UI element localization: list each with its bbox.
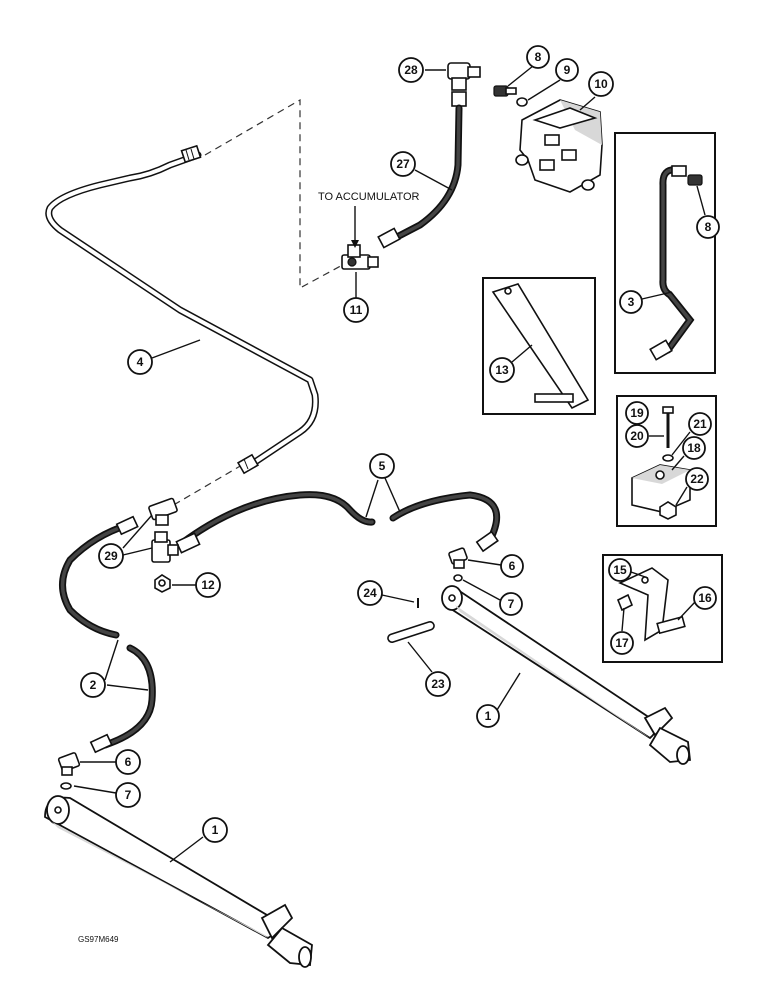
- callout-2: 2: [80, 639, 149, 698]
- callout-17: 17: [610, 607, 634, 655]
- figure-code: GS97M649: [78, 935, 119, 944]
- callout-10: 10: [579, 71, 614, 111]
- svg-text:23: 23: [431, 677, 445, 691]
- callout-8-panel: 8: [696, 185, 720, 239]
- nut-12: [154, 574, 171, 593]
- tube-fitting-bottom: [236, 453, 260, 475]
- svg-text:27: 27: [396, 157, 410, 171]
- tee-fitting-29: [148, 497, 179, 563]
- hose-27: [377, 91, 467, 249]
- svg-text:18: 18: [687, 441, 701, 455]
- callout-1-lower: 1: [169, 817, 228, 863]
- callout-15: 15: [608, 558, 649, 582]
- elbow-fitting-6-lower: [57, 752, 81, 776]
- callout-19: 19: [625, 401, 649, 425]
- callout-8-valve: 8: [507, 45, 550, 87]
- callout-11: 11: [343, 272, 369, 323]
- callout-13: 13: [489, 344, 533, 383]
- to-accumulator-label: TO ACCUMULATOR: [318, 191, 420, 203]
- svg-text:2: 2: [90, 678, 97, 692]
- svg-text:17: 17: [615, 636, 629, 650]
- callout-4: 4: [127, 339, 201, 375]
- svg-text:6: 6: [125, 755, 132, 769]
- bolt-8-valve: [493, 85, 517, 97]
- callout-9: 9: [527, 58, 579, 101]
- svg-text:8: 8: [535, 50, 542, 64]
- washer-9: [516, 97, 528, 107]
- valve-body-10: [515, 99, 603, 193]
- svg-text:28: 28: [404, 63, 418, 77]
- callout-16: 16: [677, 586, 717, 621]
- callout-12: 12: [172, 572, 221, 598]
- svg-text:6: 6: [509, 559, 516, 573]
- dashed-connection-lines: [164, 98, 349, 511]
- panel-bracket-13: [482, 277, 596, 415]
- callout-7-upper: 7: [462, 579, 523, 616]
- elbow-fitting-28: [447, 62, 481, 91]
- svg-text:22: 22: [690, 472, 704, 486]
- svg-text:7: 7: [508, 597, 515, 611]
- callout-28: 28: [398, 57, 446, 83]
- hose-5: [175, 491, 501, 554]
- svg-text:8: 8: [705, 220, 712, 234]
- svg-text:21: 21: [693, 417, 707, 431]
- svg-text:3: 3: [628, 295, 635, 309]
- svg-text:4: 4: [137, 355, 144, 369]
- callout-23: 23: [407, 641, 451, 697]
- pin-23: [387, 621, 435, 643]
- o-ring-7-upper: [453, 574, 463, 582]
- svg-text:9: 9: [564, 63, 571, 77]
- callout-6-lower: 6: [80, 749, 141, 775]
- svg-text:12: 12: [201, 578, 215, 592]
- svg-text:10: 10: [594, 77, 608, 91]
- tube-fitting-top: [180, 144, 202, 164]
- svg-text:5: 5: [379, 459, 386, 473]
- callout-22: 22: [675, 467, 709, 506]
- callout-18: 18: [671, 436, 706, 471]
- svg-text:13: 13: [495, 363, 509, 377]
- svg-text:7: 7: [125, 788, 132, 802]
- tee-fitting-11: [341, 244, 379, 270]
- svg-text:15: 15: [613, 563, 627, 577]
- callout-29: 29: [98, 514, 153, 569]
- elbow-fitting-6-upper: [448, 547, 468, 569]
- callout-21: 21: [671, 412, 712, 456]
- callout-7-lower: 7: [73, 782, 141, 808]
- callout-5: 5: [365, 453, 401, 518]
- svg-text:29: 29: [104, 549, 118, 563]
- callout-24: 24: [357, 580, 415, 606]
- cylinder-1-left: [44, 795, 313, 968]
- callout-6-upper: 6: [467, 554, 524, 578]
- svg-text:11: 11: [350, 303, 363, 317]
- svg-text:1: 1: [485, 709, 492, 723]
- callout-27: 27: [390, 151, 453, 191]
- svg-text:1: 1: [212, 823, 219, 837]
- svg-text:19: 19: [630, 406, 644, 420]
- steel-tube-4: [45, 144, 319, 475]
- svg-text:24: 24: [363, 586, 377, 600]
- callout-1-upper: 1: [476, 672, 521, 728]
- svg-text:20: 20: [630, 429, 644, 443]
- callout-3: 3: [619, 290, 673, 314]
- panel-hose-3: [614, 132, 716, 374]
- o-ring-7-lower: [60, 782, 72, 790]
- svg-text:16: 16: [698, 591, 712, 605]
- hose-2: [59, 515, 156, 754]
- callout-20: 20: [625, 424, 664, 448]
- cylinder-1-right: [441, 585, 691, 765]
